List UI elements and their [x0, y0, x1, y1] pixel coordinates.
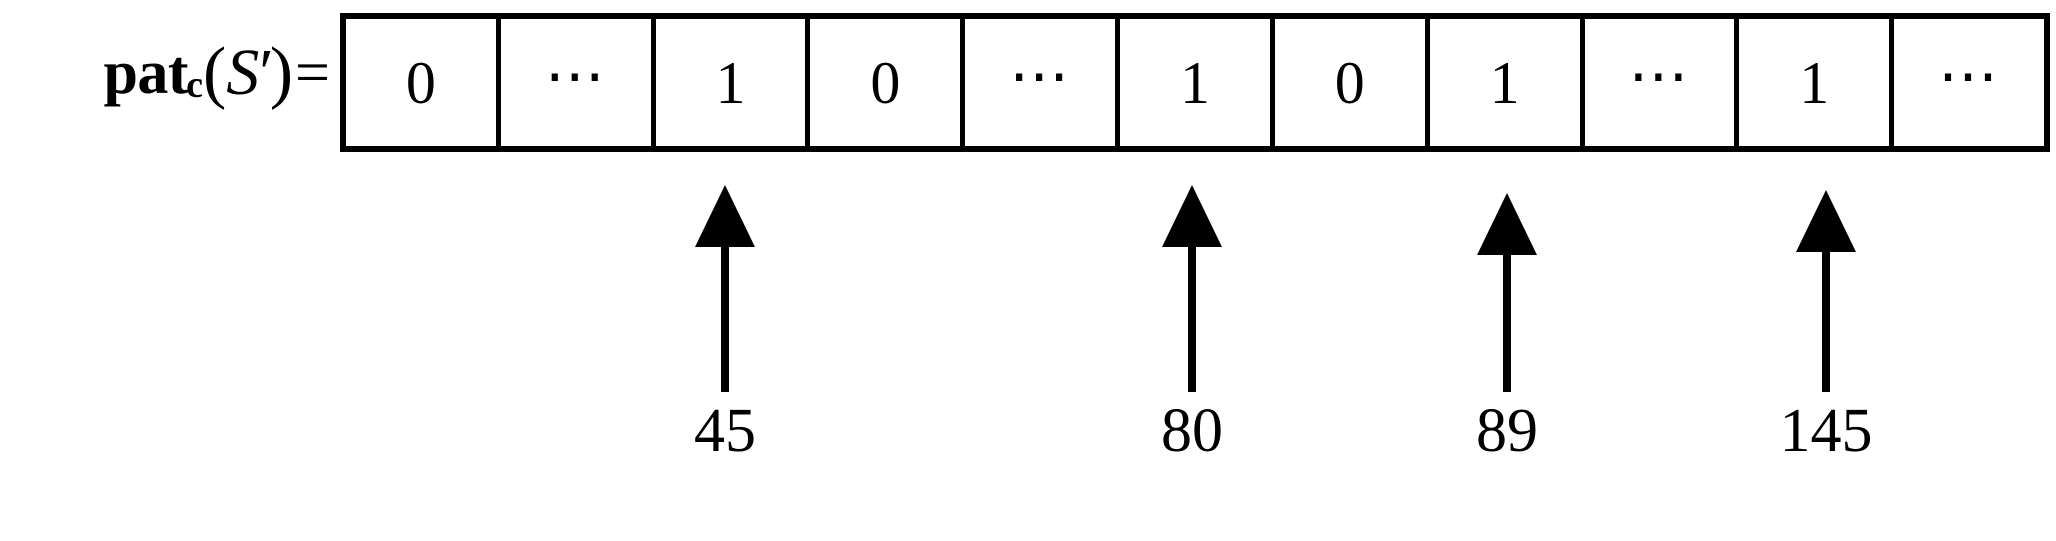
pointer-arrow-icon [1796, 190, 1856, 392]
pointer-arrow-icon [1477, 193, 1537, 392]
arrow-shaft [1188, 245, 1196, 392]
bit-cell: 0 [346, 19, 501, 146]
arrow-shaft [721, 245, 729, 392]
pointer-arrow-icon [1162, 185, 1222, 392]
bit-cell: ⋯ [965, 19, 1121, 146]
bit-cell: 1 [1120, 19, 1275, 146]
bit-cell: 1 [656, 19, 811, 146]
open-paren: ( [202, 34, 227, 111]
variable-s: S [226, 36, 260, 109]
arrow-shaft [1503, 253, 1511, 392]
arrow-head [1162, 185, 1222, 247]
arrow-head [695, 185, 755, 247]
pat-subscript-c: c [186, 64, 203, 106]
equals-sign: = [295, 39, 330, 107]
bit-cell: 0 [1275, 19, 1430, 146]
pat-text: pat [103, 39, 189, 107]
position-label: 45 [694, 397, 756, 465]
bit-cell: ⋯ [1938, 42, 2001, 109]
bit-cell: 0 [810, 19, 966, 146]
prime-mark: ′ [255, 36, 270, 109]
bit-cell: ⋯ [501, 19, 656, 146]
arrow-head [1477, 193, 1537, 255]
position-label: 145 [1779, 397, 1873, 465]
arrow-head [1796, 190, 1856, 252]
bit-cell: ⋯ [1585, 19, 1740, 146]
pointer-arrow-icon [695, 185, 755, 392]
bit-cell: 1 [1739, 19, 1895, 146]
position-label: 80 [1161, 397, 1223, 465]
position-label: 89 [1476, 397, 1538, 465]
bit-cell: 1 [1430, 19, 1585, 146]
arrow-shaft [1822, 250, 1830, 392]
close-paren: ) [269, 34, 294, 111]
